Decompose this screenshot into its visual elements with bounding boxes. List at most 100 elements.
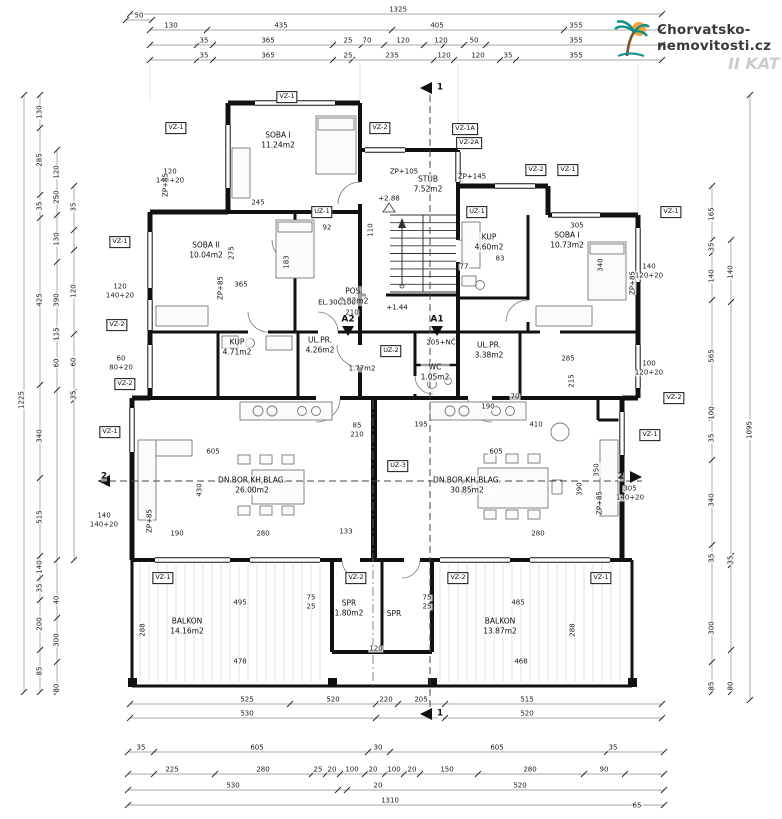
- dim-label: 35: [135, 743, 147, 752]
- dim-label: 210: [344, 308, 360, 317]
- dim-label: 355: [568, 51, 584, 60]
- dim-label: 60: [52, 357, 61, 369]
- logo-line1: Chorvatsko-: [657, 21, 751, 38]
- dim-label: 110: [366, 222, 375, 238]
- annotation: ZP+85: [595, 491, 604, 515]
- dim-label: 60: [115, 354, 127, 363]
- dim-label: 35: [707, 552, 716, 564]
- dim-label: 20: [372, 781, 384, 790]
- dim-label: 205: [413, 695, 429, 704]
- vz-marker: VZ-1A: [452, 123, 478, 135]
- dim-label: 140: [35, 559, 44, 575]
- dim-label: 140: [96, 511, 112, 520]
- dim-label: 515: [519, 695, 535, 704]
- dim-label: 35: [198, 36, 210, 45]
- vz-marker: VZ-1: [152, 572, 174, 584]
- logo-line2: nemovitosti.cz: [657, 38, 772, 54]
- dim-label: 605: [249, 743, 265, 752]
- dim-label: 85: [35, 665, 44, 677]
- dim-label: 350: [592, 462, 601, 478]
- dim-label: 35: [35, 200, 44, 212]
- dim-label: 140: [707, 268, 716, 284]
- dim-label: 130: [52, 231, 61, 247]
- dim-label: 220: [378, 695, 394, 704]
- floor-watermark: II KAT: [728, 54, 780, 73]
- dim-label: 340: [596, 257, 605, 273]
- vz-marker: VZ-1: [660, 206, 682, 218]
- annotation: 205+NČ: [426, 338, 456, 347]
- dim-label: 565: [707, 348, 716, 364]
- dim-label: 120: [436, 51, 452, 60]
- dim-label: 605: [489, 743, 505, 752]
- dim-label: 300: [52, 632, 61, 648]
- dim-label: 40: [52, 594, 61, 606]
- logo[interactable]: Chorvatsko- nemovitosti.cz: [610, 18, 771, 58]
- dim-label: 35: [69, 201, 78, 213]
- vz-marker: VZ-2: [369, 122, 391, 134]
- dim-label: 520: [325, 695, 341, 704]
- dim-label: 468: [513, 657, 529, 666]
- dim-label: 100: [386, 765, 402, 774]
- vz-marker: UZ-1: [311, 206, 333, 218]
- dim-label: 130: [163, 21, 179, 30]
- dim-label: 100: [641, 359, 657, 368]
- vz-marker: VZ-2: [525, 164, 547, 176]
- dim-label: 365: [260, 51, 276, 60]
- vz-marker: VZ-1: [276, 91, 298, 103]
- dim-label: 605: [488, 447, 504, 456]
- dim-label: 340: [707, 492, 716, 508]
- dim-label: 75: [305, 593, 317, 602]
- dim-label: 250: [52, 189, 61, 205]
- vz-marker: UZ-2: [380, 345, 402, 357]
- dim-label: 1325: [388, 5, 408, 14]
- dim-label: 355: [568, 21, 584, 30]
- dim-label: 80: [726, 680, 735, 692]
- dim-label: 275: [227, 245, 236, 261]
- dim-label: 405: [429, 21, 445, 30]
- dim-label: 25: [305, 602, 317, 611]
- vz-marker: VZ-2: [663, 392, 685, 404]
- dim-label: 115: [52, 326, 61, 342]
- dim-label: 25: [342, 51, 354, 60]
- dim-label: 530: [239, 709, 255, 718]
- dim-label: 150: [439, 765, 455, 774]
- annotation: +1.44: [386, 303, 408, 312]
- vz-marker: UZ-3: [387, 460, 409, 472]
- vz-marker: VZ-2A: [456, 137, 482, 149]
- annotation: A2: [341, 314, 355, 325]
- vz-marker: VZ-1: [557, 164, 579, 176]
- dim-label: 430: [195, 482, 204, 498]
- dim-label: 478: [232, 657, 248, 666]
- dim-label: 30: [372, 743, 384, 752]
- dim-label: 20: [326, 765, 338, 774]
- vz-marker: UZ-1: [466, 206, 488, 218]
- annotation: ZP+85: [161, 173, 170, 197]
- dim-label: 355: [568, 36, 584, 45]
- dim-label: 25: [312, 765, 324, 774]
- annotation: +2.88: [378, 194, 400, 203]
- dim-label: 200: [35, 616, 44, 632]
- dim-label: 85: [351, 421, 363, 430]
- dim-label: 80+20: [108, 363, 134, 372]
- dim-label: 120: [112, 282, 128, 291]
- annotation: ZP+85: [628, 271, 637, 295]
- dim-label: 140+20: [154, 176, 186, 185]
- room-label: SPR: [386, 609, 402, 619]
- dim-label: 245: [250, 198, 266, 207]
- dim-label: 77: [458, 262, 470, 271]
- dim-label: 525: [239, 695, 255, 704]
- dim-label: 165: [707, 206, 716, 222]
- dim-label: 133: [338, 527, 354, 536]
- annotation: 1.77m2: [348, 364, 376, 373]
- dim-label: 120: [69, 283, 78, 299]
- annotation: 2: [617, 471, 625, 482]
- annotation: A1: [430, 314, 444, 325]
- dim-label: 20: [406, 765, 418, 774]
- dim-label: 35: [69, 389, 78, 401]
